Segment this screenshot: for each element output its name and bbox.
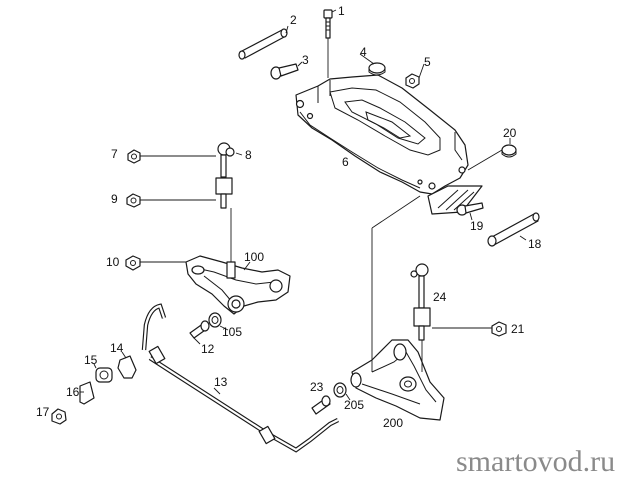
callout-15: 15 — [84, 353, 98, 367]
nut-10 — [125, 255, 196, 271]
callout-19: 19 — [470, 219, 484, 233]
bracket-16 — [79, 381, 95, 405]
callout-14: 14 — [110, 341, 124, 355]
callout-20: 20 — [503, 126, 517, 140]
watermark: smartovod.ru — [456, 445, 615, 478]
callout-17: 17 — [36, 405, 50, 419]
clamp-14 — [117, 351, 137, 379]
callout-7: 7 — [111, 147, 118, 161]
callout-13: 13 — [214, 375, 228, 389]
control-arm-200 — [350, 339, 445, 421]
callout-2: 2 — [290, 13, 297, 27]
bolt-23 — [311, 395, 331, 415]
callout-4: 4 — [360, 45, 367, 59]
callout-21: 21 — [511, 322, 525, 336]
callout-16: 16 — [66, 385, 80, 399]
callout-5: 5 — [424, 55, 431, 69]
bushing-105 — [208, 312, 229, 331]
nut-21 — [432, 321, 507, 337]
nut-17 — [51, 408, 67, 425]
callout-8: 8 — [245, 148, 252, 162]
callout-1: 1 — [338, 4, 345, 18]
callout-100: 100 — [244, 250, 264, 264]
pin-18 — [487, 212, 540, 247]
bushing-15 — [93, 363, 113, 383]
bolt-3 — [270, 61, 303, 80]
link-24 — [410, 263, 431, 341]
bolt-12 — [189, 320, 210, 345]
bushing-205 — [333, 382, 351, 401]
leader-line — [371, 195, 421, 229]
callout-105: 105 — [222, 325, 242, 339]
bolt-1 — [323, 9, 337, 78]
callout-200: 200 — [383, 416, 403, 430]
crossmember-6 — [295, 74, 483, 215]
callout-24: 24 — [433, 290, 447, 304]
callout-205: 205 — [344, 398, 364, 412]
pin-2 — [238, 25, 289, 60]
nut-5 — [405, 63, 425, 89]
callout-12: 12 — [201, 342, 215, 356]
link-8 — [215, 142, 243, 209]
nut-9 — [126, 193, 216, 208]
callout-6: 6 — [342, 155, 349, 169]
bolt-19 — [456, 202, 484, 221]
washer-4 — [359, 53, 386, 76]
control-arm-100 — [185, 208, 291, 315]
callout-23: 23 — [310, 380, 324, 394]
callout-10: 10 — [106, 255, 120, 269]
washer-20 — [467, 138, 517, 171]
stabilizer-bar-13 — [141, 303, 340, 453]
callout-18: 18 — [528, 237, 542, 251]
callout-9: 9 — [111, 192, 118, 206]
nut-7 — [127, 149, 216, 164]
callouts: 1 2 3 4 5 6 7 8 9 10 12 13 14 15 16 17 1… — [36, 4, 542, 430]
callout-3: 3 — [302, 53, 309, 67]
